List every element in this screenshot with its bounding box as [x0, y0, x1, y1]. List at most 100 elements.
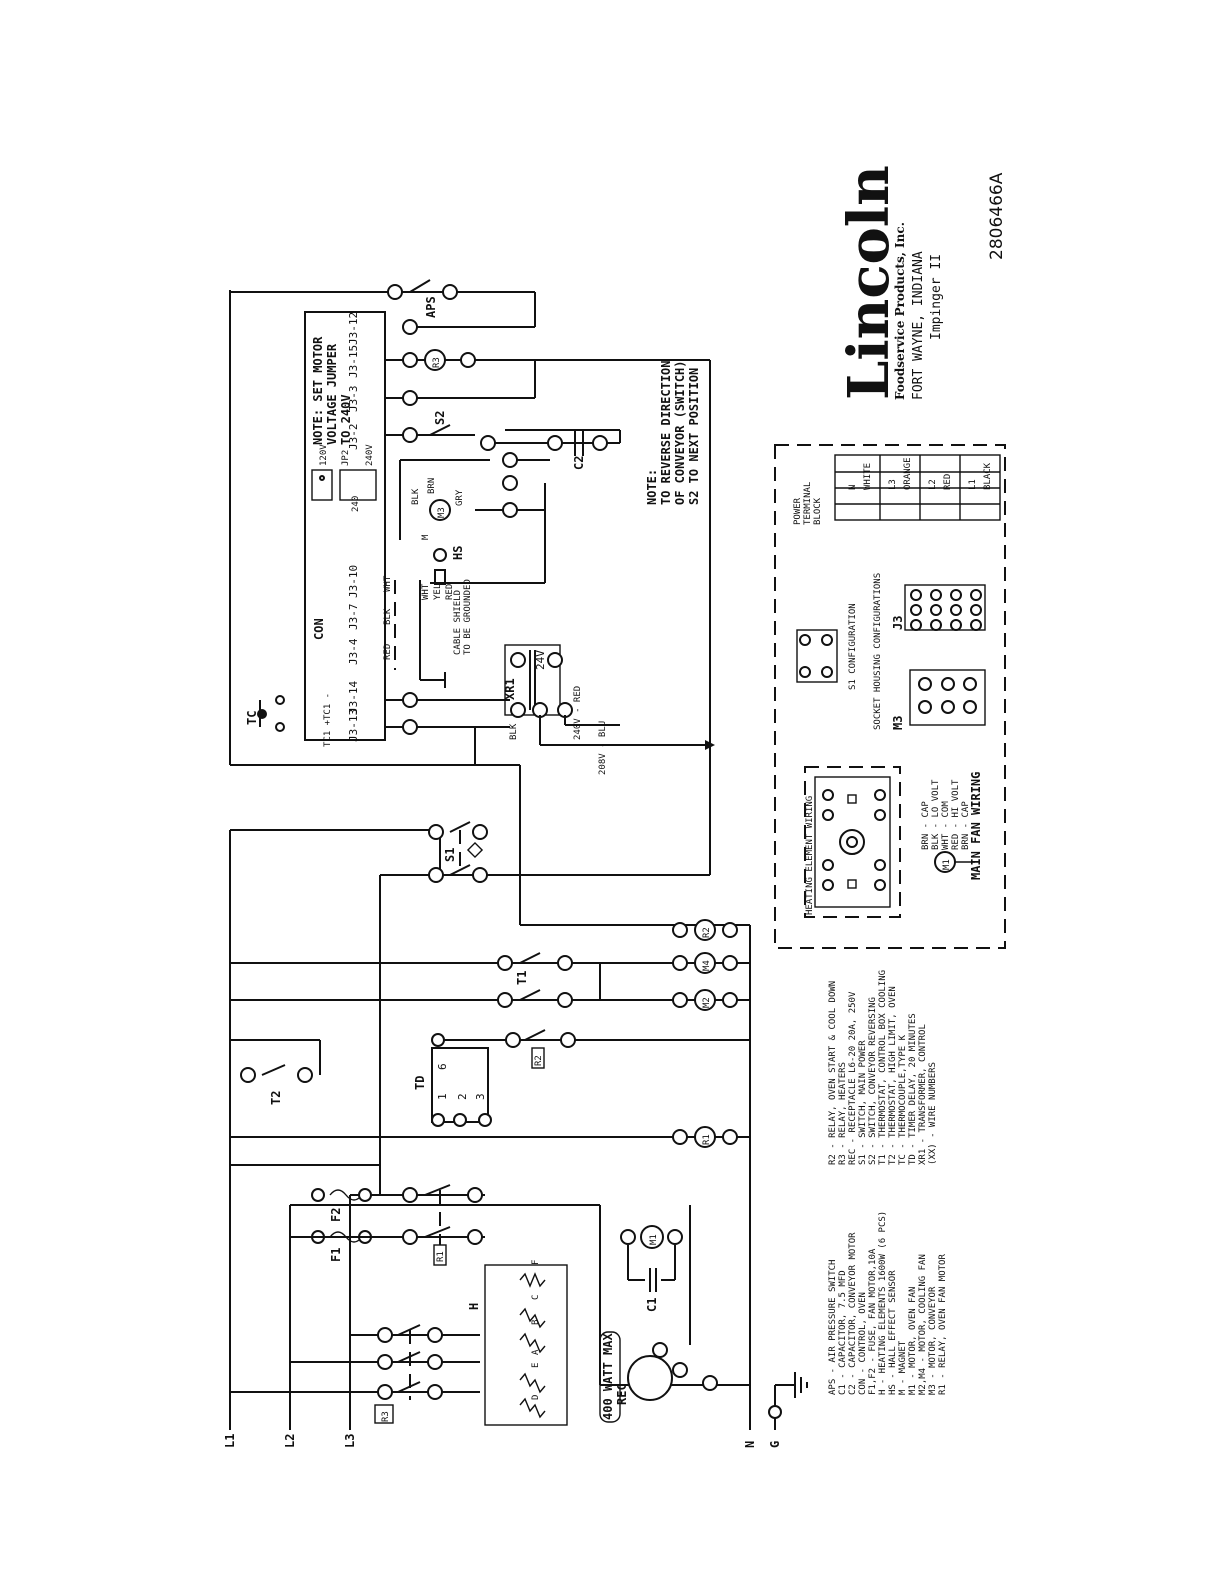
- legend-right-8: TD - TIMER DELAY, 20 MINUTES: [908, 1013, 918, 1165]
- elem-e: E: [531, 1363, 541, 1368]
- ground-symbol: [775, 1372, 808, 1398]
- m3-wire-blk: BLK: [411, 488, 421, 505]
- s1-switch: S1: [428, 821, 488, 883]
- legend-left-10: M3 - MOTOR, CONVEYOR: [928, 1286, 938, 1395]
- r1-coil-label: R1: [702, 1134, 712, 1145]
- elem-f: F: [531, 1260, 541, 1265]
- socket-j3: J3: [891, 616, 905, 630]
- m4-label: M4: [702, 960, 712, 971]
- legend-left-4: F1,F2 - FUSE, FAN MOTOR,10A: [868, 1248, 878, 1395]
- cable-shield-2: TO BE GROUNDED: [463, 579, 473, 655]
- hall-sensor: M HS WHT YEL RED: [394, 534, 465, 680]
- t1-label: T1: [515, 971, 529, 985]
- fan-wire-1: BLK - LO VOLT: [931, 779, 941, 850]
- aps-label: APS: [424, 296, 438, 318]
- legend-right-5: T1 - THERMOSTAT, CONTROL BOX COOLING: [878, 970, 888, 1165]
- brand-subtitle: Foodservice Products, Inc.: [893, 222, 907, 400]
- f2-label: F2: [329, 1208, 343, 1222]
- aps-switch: APS: [387, 279, 458, 318]
- xr1-label: XR1: [503, 678, 517, 700]
- fan-motors: R2 M4 M2 R1: [672, 919, 738, 1148]
- r3-coil: R3: [424, 349, 476, 371]
- conveyor-note: NOTE: TO REVERSE DIRECTION OF CONVEYOR (…: [645, 361, 701, 506]
- td-label: TD: [413, 1076, 427, 1090]
- legend-right-9: XR1 - TRANSFORMER, CONTROL: [918, 1024, 928, 1165]
- ptb-title-2: TERMINAL: [803, 482, 813, 525]
- legend-left-8: M1 - MOTOR, OVEN FAN: [908, 1287, 918, 1395]
- tap-240-label: 240V - RED: [573, 686, 583, 740]
- hs-wire-red: RED: [445, 584, 455, 600]
- jumper-120v: 120V: [319, 444, 329, 466]
- inset-m1: M1: [942, 859, 952, 870]
- rec-rating: 400 WATT MAX: [601, 1333, 615, 1420]
- elem-b: B: [531, 1320, 541, 1325]
- receptacle: REC 400 WATT MAX: [599, 1331, 718, 1423]
- jumper-240v: 240V: [365, 444, 375, 466]
- legend-left-6: HS - HALL EFFECT SENSOR: [888, 1270, 898, 1395]
- legend-left-1: C1 - CAPACITOR, 7.5 MFD: [838, 1270, 848, 1395]
- c2-label: C2: [572, 456, 586, 470]
- r2-contact: R2: [505, 1029, 576, 1069]
- tc-label: TC: [245, 711, 259, 725]
- s1-config-title: S1 CONFIGURATION: [848, 603, 858, 690]
- jumper-240: 240: [351, 496, 361, 512]
- s1-label: S1: [443, 848, 457, 862]
- legend-left-0: APS - AIR PRESSURE SWITCH: [828, 1260, 838, 1395]
- heater-contacts: R3: [374, 1324, 443, 1424]
- legend-right-3: S1 - SWITCH, MAIN POWER: [858, 1040, 868, 1165]
- con-wire-wht: WHT: [383, 575, 393, 592]
- con-pin-j3-14: J3-14: [347, 681, 360, 714]
- ptb-l1: L1: [968, 479, 978, 490]
- m1-fan-motor: M1 C1: [620, 1225, 683, 1312]
- con-pin-j3-15: J3-15: [347, 345, 360, 378]
- xr1-wire-blk: BLK: [509, 723, 519, 740]
- m2b-label: R2: [702, 927, 712, 938]
- legend-right-0: R2 - RELAY, OVEN START & COOL DOWN: [828, 981, 838, 1165]
- t1-thermostat: T1: [497, 952, 573, 1008]
- brand-logo: Lincoln: [836, 165, 902, 400]
- td-pin-3: 3: [474, 1093, 487, 1100]
- board-terminals: [402, 319, 418, 735]
- ptb-l2-color: RED: [943, 474, 953, 490]
- legend-left-3: CON - CONTROL, OVEN: [858, 1292, 868, 1395]
- legend-right-6: T2 - THERMOSTAT, HIGH LIMIT, OVEN: [888, 986, 898, 1165]
- rec-label: REC: [615, 1383, 629, 1405]
- ptb-l1-color: BLACK: [983, 462, 993, 490]
- elem-a: A: [531, 1349, 541, 1355]
- con-label: CON: [312, 618, 326, 640]
- fan-wire-0: BRN - CAP: [921, 801, 931, 850]
- con-pin-j3-10: J3-10: [347, 565, 360, 598]
- r3-contact-label: R3: [381, 1411, 391, 1422]
- tap-208-label: 208V - BLU: [598, 721, 608, 775]
- xr1-transformer: XR1 24V BLK 240V - RED 208V - BLU: [503, 644, 715, 775]
- hs-label: HS: [451, 546, 465, 560]
- td-timer: TD 6 1 2 3: [413, 1033, 492, 1127]
- elem-c: C: [531, 1295, 541, 1300]
- legend-right-2: REC - RECEPTACLE L6-20 20A, 250V: [848, 991, 858, 1165]
- legend: APS - AIR PRESSURE SWITCH C1 - CAPACITOR…: [828, 970, 948, 1395]
- ptb-n-color: WHITE: [863, 463, 873, 490]
- hs-wire-yel: YEL: [433, 584, 443, 600]
- socket-m3: M3: [891, 716, 905, 730]
- r2-label: R2: [534, 1055, 544, 1066]
- legend-left-9: M2,M4 - MOTOR, COOLING FAN: [918, 1254, 928, 1395]
- control-board: CON J3-12 J3-15 J3-3 J3-2 J3-10 J3-7 J3-…: [304, 311, 386, 747]
- s2-label: S2: [433, 411, 447, 425]
- t2-label: T2: [269, 1091, 283, 1105]
- con-pin-j3-7: J3-7: [347, 604, 360, 631]
- con-wires: WHT BLK RED CABLE SHIELD TO BE GROUNDED: [383, 575, 473, 688]
- fuses-and-r1: F2 F1 R1: [290, 1184, 485, 1266]
- r1-label: R1: [436, 1251, 446, 1262]
- s2-switch: S2: [429, 411, 518, 518]
- legend-right-10: (XX) - WIRE NUMBERS: [928, 1062, 938, 1165]
- legend-left-2: C2 - CAPACITOR, CONVEYOR MOTOR: [848, 1232, 858, 1395]
- legend-left-11: R1 - RELAY, OVEN FAN MOTOR: [938, 1254, 948, 1395]
- fan-wire-4: BRN - CAP: [961, 801, 971, 850]
- elem-d: D: [531, 1395, 541, 1400]
- legend-right-7: TC - THERMOCOUPLE,TYPE K: [898, 1034, 908, 1165]
- jumper-jp2: JP2: [341, 450, 351, 466]
- bus-lines: [229, 290, 776, 1430]
- note-motor-line3: TO 240V: [339, 394, 353, 445]
